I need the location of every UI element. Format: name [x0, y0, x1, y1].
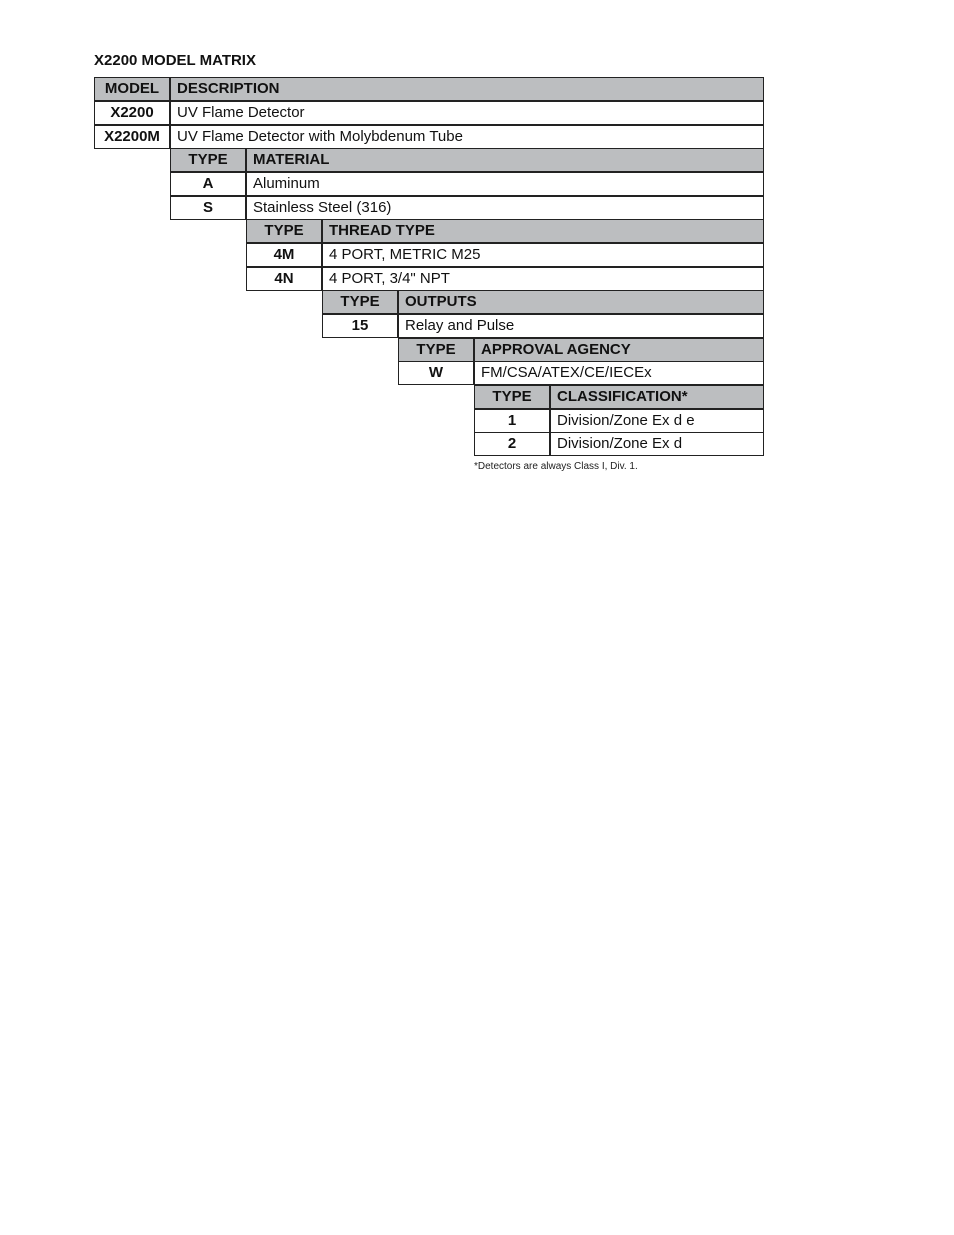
model-header-code: MODEL	[94, 77, 170, 101]
model-code: X2200	[94, 101, 170, 125]
thread-code: 4M	[246, 243, 322, 267]
classification-row: 2 Division/Zone Ex d	[474, 432, 764, 456]
approval-header-label: APPROVAL AGENCY	[474, 338, 764, 362]
outputs-code: 15	[322, 314, 398, 338]
model-header-description: DESCRIPTION	[170, 77, 764, 101]
material-code: A	[170, 172, 246, 196]
classification-row: 1 Division/Zone Ex d e	[474, 409, 764, 433]
footnote: *Detectors are always Class I, Div. 1.	[474, 461, 638, 472]
classification-code: 2	[474, 432, 550, 456]
model-row: X2200 UV Flame Detector	[94, 101, 764, 125]
thread-header-type: TYPE	[246, 219, 322, 243]
classification-header-type: TYPE	[474, 385, 550, 409]
classification-description: Division/Zone Ex d e	[550, 409, 764, 433]
approval-header-row: TYPE APPROVAL AGENCY	[398, 338, 764, 362]
material-code: S	[170, 196, 246, 220]
outputs-header-type: TYPE	[322, 290, 398, 314]
model-code: X2200M	[94, 125, 170, 149]
model-description: UV Flame Detector with Molybdenum Tube	[170, 125, 764, 149]
outputs-row: 15 Relay and Pulse	[322, 314, 764, 338]
outputs-header-row: TYPE OUTPUTS	[322, 290, 764, 314]
material-header-row: TYPE MATERIAL	[170, 148, 764, 172]
thread-header-label: THREAD TYPE	[322, 219, 764, 243]
approval-description: FM/CSA/ATEX/CE/IECEx	[474, 361, 764, 385]
approval-code: W	[398, 361, 474, 385]
thread-header-row: TYPE THREAD TYPE	[246, 219, 764, 243]
model-row: X2200M UV Flame Detector with Molybdenum…	[94, 125, 764, 149]
material-header-label: MATERIAL	[246, 148, 764, 172]
approval-row: W FM/CSA/ATEX/CE/IECEx	[398, 361, 764, 385]
thread-row: 4M 4 PORT, METRIC M25	[246, 243, 764, 267]
material-header-type: TYPE	[170, 148, 246, 172]
outputs-description: Relay and Pulse	[398, 314, 764, 338]
thread-description: 4 PORT, 3/4" NPT	[322, 267, 764, 291]
material-row: A Aluminum	[170, 172, 764, 196]
material-row: S Stainless Steel (316)	[170, 196, 764, 220]
material-description: Aluminum	[246, 172, 764, 196]
classification-description: Division/Zone Ex d	[550, 432, 764, 456]
material-description: Stainless Steel (316)	[246, 196, 764, 220]
model-description: UV Flame Detector	[170, 101, 764, 125]
classification-header-row: TYPE CLASSIFICATION*	[474, 385, 764, 409]
approval-header-type: TYPE	[398, 338, 474, 362]
thread-code: 4N	[246, 267, 322, 291]
model-header-row: MODEL DESCRIPTION	[94, 77, 764, 101]
thread-description: 4 PORT, METRIC M25	[322, 243, 764, 267]
outputs-header-label: OUTPUTS	[398, 290, 764, 314]
classification-header-label: CLASSIFICATION*	[550, 385, 764, 409]
matrix-title: X2200 MODEL MATRIX	[94, 52, 256, 69]
thread-row: 4N 4 PORT, 3/4" NPT	[246, 267, 764, 291]
classification-code: 1	[474, 409, 550, 433]
